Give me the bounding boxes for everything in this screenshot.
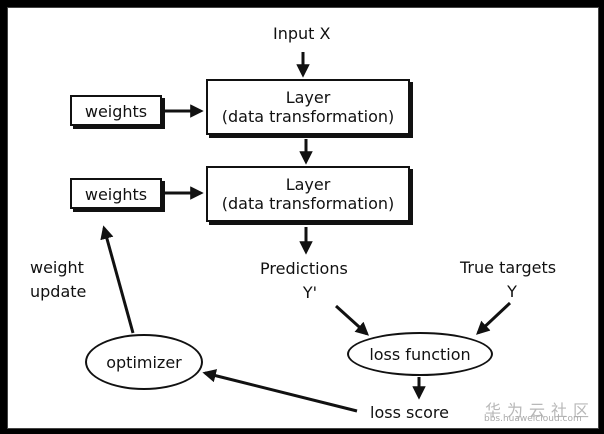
targets-label: True targets	[460, 258, 557, 277]
layer-box-2: Layer (data transformation)	[206, 166, 410, 222]
layer-2-subtitle: (data transformation)	[221, 194, 395, 213]
arrow-predictions-to-loss-function	[334, 304, 370, 336]
optimizer-oval: optimizer	[85, 334, 203, 390]
weights-box-2: weights	[70, 178, 162, 209]
input-label: Input X	[273, 24, 331, 43]
weights-2-label: weights	[84, 185, 148, 204]
weight-update-line-2: update	[30, 282, 87, 301]
targets-symbol: Y	[507, 282, 517, 301]
loss-function-oval: loss function	[347, 332, 493, 376]
arrow-optimizer-to-weights	[100, 225, 135, 334]
predictions-symbol: Y'	[302, 283, 318, 302]
optimizer-label: optimizer	[106, 352, 182, 372]
watermark-url: bbs.huaweicloud.com	[484, 414, 582, 424]
weights-box-1: weights	[70, 95, 162, 126]
layer-1-title: Layer	[285, 88, 331, 107]
weight-update-line-1: weight	[30, 258, 84, 277]
loss-function-label: loss function	[369, 344, 471, 364]
arrow-targets-to-loss-function	[476, 301, 512, 335]
predictions-label: Predictions	[260, 259, 348, 278]
watermark-text: 华为云社区	[485, 401, 596, 420]
weights-1-label: weights	[84, 102, 148, 121]
arrow-loss-score-to-optimizer	[202, 369, 358, 413]
loss-score-label: loss score	[370, 403, 449, 422]
layer-2-title: Layer	[285, 175, 331, 194]
layer-1-subtitle: (data transformation)	[221, 107, 395, 126]
layer-box-1: Layer (data transformation)	[206, 79, 410, 135]
